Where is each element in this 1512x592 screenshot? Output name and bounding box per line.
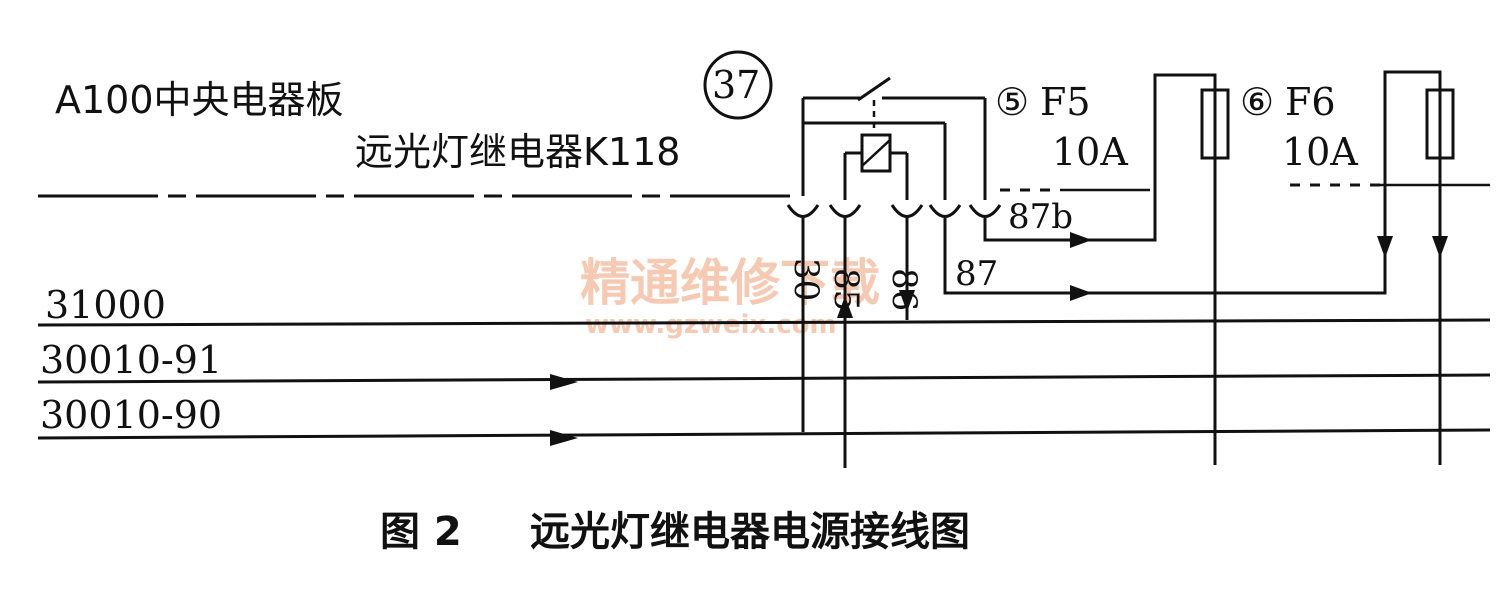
fuse5-rating: 10A [1052, 130, 1128, 174]
bus-30010-90 [37, 428, 1491, 440]
wire-87b-to-f5 [983, 73, 1217, 242]
arrow-bus-30010-90 [550, 430, 578, 446]
fuse6-name: F6 [1285, 80, 1336, 124]
arrow-f6-in [1377, 236, 1393, 258]
socket-85 [828, 204, 862, 218]
figure-number: 图 2 [380, 509, 462, 555]
board-label: A100中央电器板 [55, 78, 344, 122]
arrow-87b [1070, 232, 1092, 248]
bus-30010-91-label: 30010-91 [40, 338, 222, 382]
arrow-85-up [837, 296, 853, 318]
relay-number-circle [703, 50, 773, 120]
pin-87-label: 87 [955, 254, 998, 294]
arrow-bus-30010-91 [550, 374, 578, 390]
figure-title: 远光灯继电器电源接线图 [530, 509, 970, 555]
fuse6-rating: 10A [1282, 130, 1358, 174]
fuse5-number: ⑤ [995, 80, 1029, 124]
relay-label: 远光灯继电器K118 [355, 130, 680, 174]
bus-31000 [37, 318, 1491, 327]
relay-number: 37 [712, 63, 760, 107]
fuse6-number: ⑥ [1240, 80, 1274, 124]
pin-87b-label: 87b [1008, 197, 1073, 237]
arrow-87 [1070, 285, 1092, 301]
bus-30010-91 [37, 373, 1491, 384]
socket-30 [786, 204, 820, 218]
fuse5-name: F5 [1040, 80, 1091, 124]
socket-87b [968, 204, 1002, 218]
socket-86 [890, 204, 924, 218]
bus-31000-label: 31000 [45, 283, 166, 327]
pin-30-label: 30 [786, 258, 826, 301]
arrow-86-down [899, 290, 915, 312]
arrow-f6-out [1432, 236, 1448, 258]
socket-87 [928, 204, 962, 218]
watermark-url: www.gzweix.com [585, 310, 837, 340]
wire-87-to-f6 [943, 70, 1442, 295]
relay-coil-diagonal [861, 139, 891, 167]
relay-switch-blade [857, 76, 891, 102]
watermark-text: 精通维修下载 [580, 254, 880, 312]
bus-30010-90-label: 30010-90 [40, 393, 222, 437]
pin-86-label: 86 [884, 268, 924, 311]
